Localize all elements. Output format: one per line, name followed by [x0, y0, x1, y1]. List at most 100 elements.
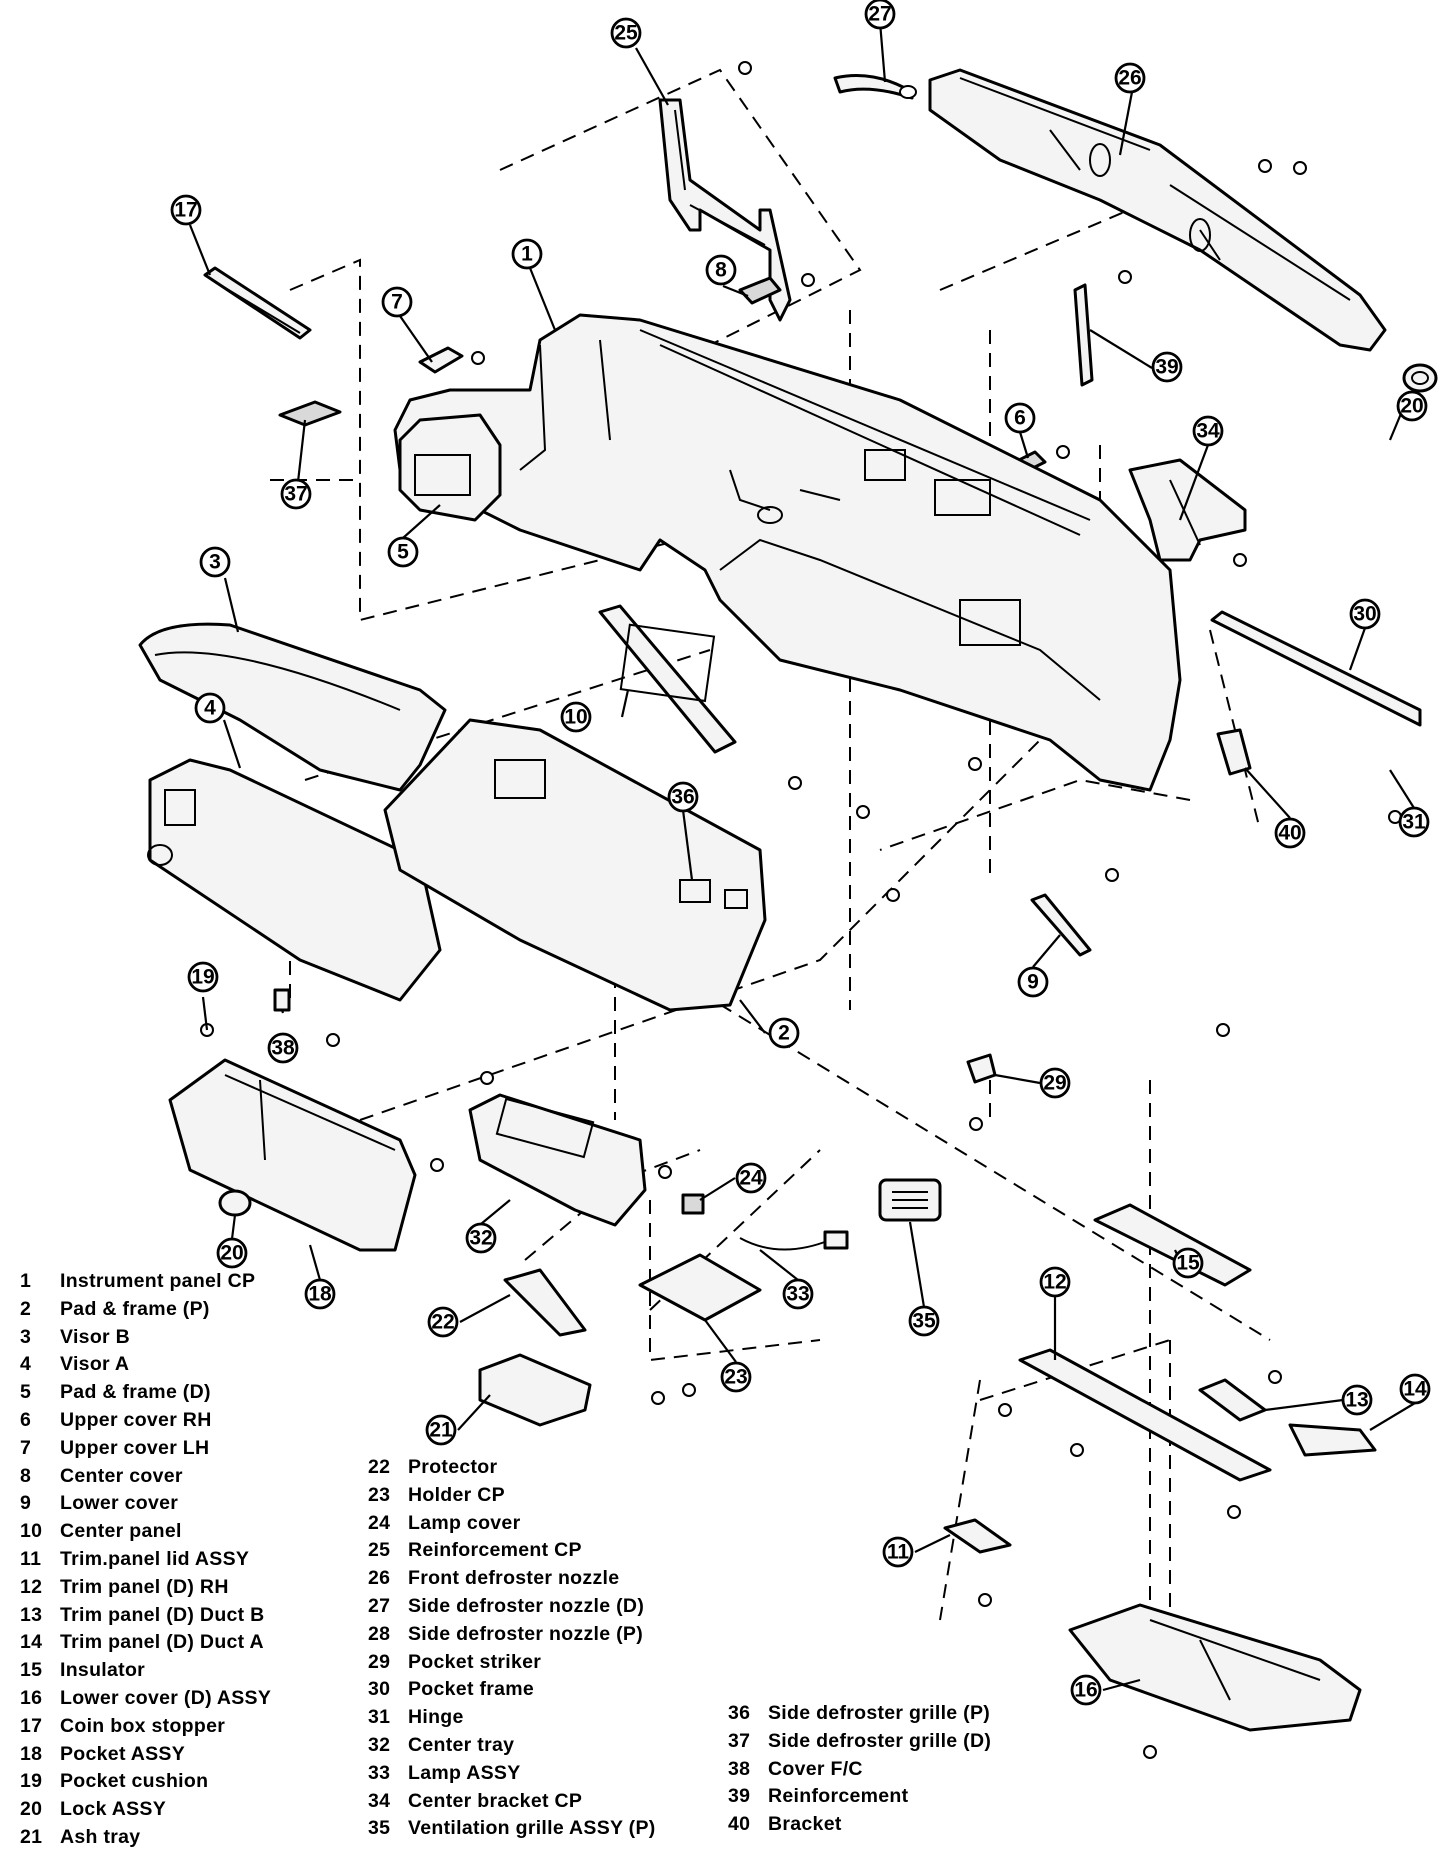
callout-20-top: 20 — [1396, 390, 1428, 422]
side-defroster-nozzle-p — [1402, 363, 1438, 393]
legend-item-number: 10 — [20, 1520, 43, 1543]
legend-item-label: Pocket ASSY — [60, 1742, 186, 1765]
svg-text:6: 6 — [1014, 407, 1026, 430]
svg-text:17: 17 — [174, 199, 197, 222]
legend-item-label: Pad & frame (D) — [60, 1381, 211, 1404]
legend-item-number: 32 — [368, 1734, 391, 1756]
legend-item: 27 Side defroster nozzle (D) — [368, 1593, 644, 1619]
side-defroster-grille-d — [278, 400, 342, 427]
callout-11: 11 — [882, 1536, 914, 1568]
legend-item-number: 3 — [20, 1325, 32, 1348]
svg-text:10: 10 — [564, 706, 587, 729]
lamp-assy — [739, 1230, 849, 1251]
legend-item-number: 21 — [20, 1826, 43, 1848]
svg-text:9: 9 — [1027, 971, 1039, 994]
legend-item-label: Center cover — [60, 1464, 183, 1487]
ventilation-grille-assy-p — [878, 1178, 942, 1222]
center-bracket-cp — [1128, 458, 1247, 562]
pad-and-frame-d — [398, 413, 502, 522]
legend-item-label: Lower cover (D) ASSY — [60, 1687, 272, 1709]
legend-item-label: Upper cover LH — [60, 1436, 210, 1459]
callout-24: 24 — [735, 1162, 767, 1194]
legend-item-number: 38 — [728, 1757, 751, 1780]
lower-cover — [1030, 893, 1092, 957]
trim-panel-d-rh — [1018, 1348, 1272, 1482]
legend-item: 6 Upper cover RH — [20, 1407, 212, 1433]
legend-item-label: Reinforcement — [768, 1785, 909, 1808]
callout-35: 35 — [908, 1305, 940, 1337]
svg-text:12: 12 — [1043, 1271, 1066, 1294]
trim-panel-d-duct-a — [1288, 1423, 1377, 1457]
legend-item-label: Instrument panel CP — [60, 1270, 256, 1292]
svg-text:4: 4 — [204, 697, 216, 720]
legend-item: 39 Reinforcement — [728, 1783, 908, 1809]
screws — [200, 61, 1402, 1759]
legend-item-number: 7 — [20, 1436, 32, 1459]
callout-5: 5 — [387, 536, 419, 568]
pad-and-frame-p — [383, 718, 767, 1012]
legend-item-number: 23 — [368, 1483, 391, 1506]
callout-29: 29 — [1039, 1067, 1071, 1099]
legend-item-number: 33 — [368, 1761, 391, 1784]
svg-text:11: 11 — [887, 1541, 910, 1564]
legend-item-number: 16 — [20, 1687, 43, 1709]
legend-item: 23 Holder CP — [368, 1482, 505, 1508]
svg-text:33: 33 — [786, 1283, 809, 1306]
callout-13: 13 — [1341, 1384, 1373, 1416]
reinforcement — [1073, 283, 1094, 387]
legend-item-number: 15 — [20, 1659, 43, 1682]
svg-text:35: 35 — [912, 1310, 936, 1333]
svg-text:32: 32 — [469, 1227, 492, 1250]
legend-item-label: Visor A — [60, 1353, 130, 1376]
svg-text:8: 8 — [715, 259, 727, 282]
callout-25: 25 — [610, 17, 642, 49]
legend-item-label: Center bracket CP — [408, 1789, 583, 1812]
svg-text:30: 30 — [1353, 603, 1376, 626]
callout-33: 33 — [782, 1278, 814, 1310]
lock-assy — [218, 1189, 252, 1217]
legend-item-number: 6 — [20, 1409, 32, 1431]
legend-item-number: 11 — [20, 1548, 42, 1570]
legend-item-label: Upper cover RH — [60, 1409, 212, 1431]
reinforcement-cp — [658, 98, 792, 322]
legend-item-number: 27 — [368, 1595, 391, 1617]
callout-31: 31 — [1398, 806, 1430, 838]
pocket-assy — [168, 1058, 417, 1252]
legend-item-number: 39 — [728, 1785, 751, 1808]
callout-37: 37 — [280, 478, 312, 510]
svg-text:37: 37 — [284, 483, 307, 506]
callout-7: 7 — [381, 286, 413, 318]
legend-item-label: Holder CP — [408, 1483, 505, 1506]
legend-item-number: 40 — [728, 1813, 751, 1836]
visor-a — [147, 758, 442, 1002]
callout-19: 19 — [187, 961, 219, 993]
legend-item-label: Insulator — [60, 1659, 146, 1682]
svg-text:13: 13 — [1345, 1389, 1368, 1412]
callout-14: 14 — [1399, 1373, 1431, 1405]
svg-text:27: 27 — [868, 3, 891, 26]
callout-22: 22 — [427, 1306, 459, 1338]
callout-39: 39 — [1151, 351, 1183, 383]
callout-12: 12 — [1039, 1266, 1071, 1298]
trim-panel-lid-assy — [943, 1518, 1012, 1554]
legend-item-label: Side defroster nozzle (D) — [408, 1595, 645, 1617]
legend-item-number: 35 — [368, 1817, 391, 1840]
lamp-cover — [681, 1193, 705, 1215]
svg-text:34: 34 — [1196, 420, 1220, 443]
legend-item-label: Center tray — [408, 1734, 515, 1756]
